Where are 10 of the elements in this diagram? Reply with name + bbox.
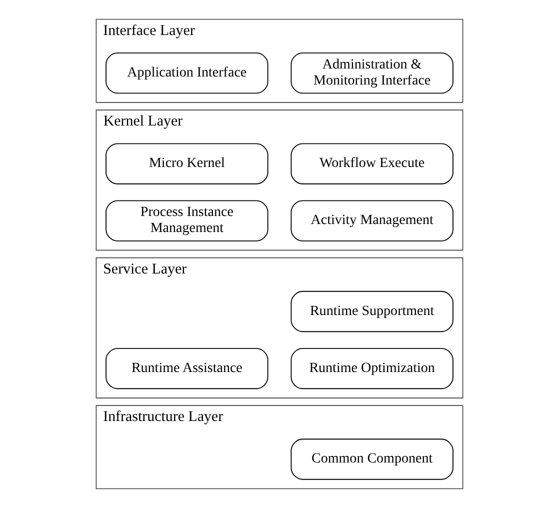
node-box: Administration & Monitoring Interface: [290, 52, 454, 94]
node-box: Activity Management: [290, 200, 454, 242]
node-box: Common Component: [290, 438, 454, 480]
node-box: Runtime Assistance: [106, 348, 268, 390]
node-box: Workflow Execute: [290, 143, 454, 184]
node-box: Micro Kernel: [106, 143, 268, 184]
node-box: Runtime Optimization: [290, 348, 454, 390]
node-box: Runtime Supportment: [290, 290, 454, 332]
node-box: Application Interface: [106, 52, 268, 94]
node-box: Process Instance Management: [106, 200, 268, 242]
